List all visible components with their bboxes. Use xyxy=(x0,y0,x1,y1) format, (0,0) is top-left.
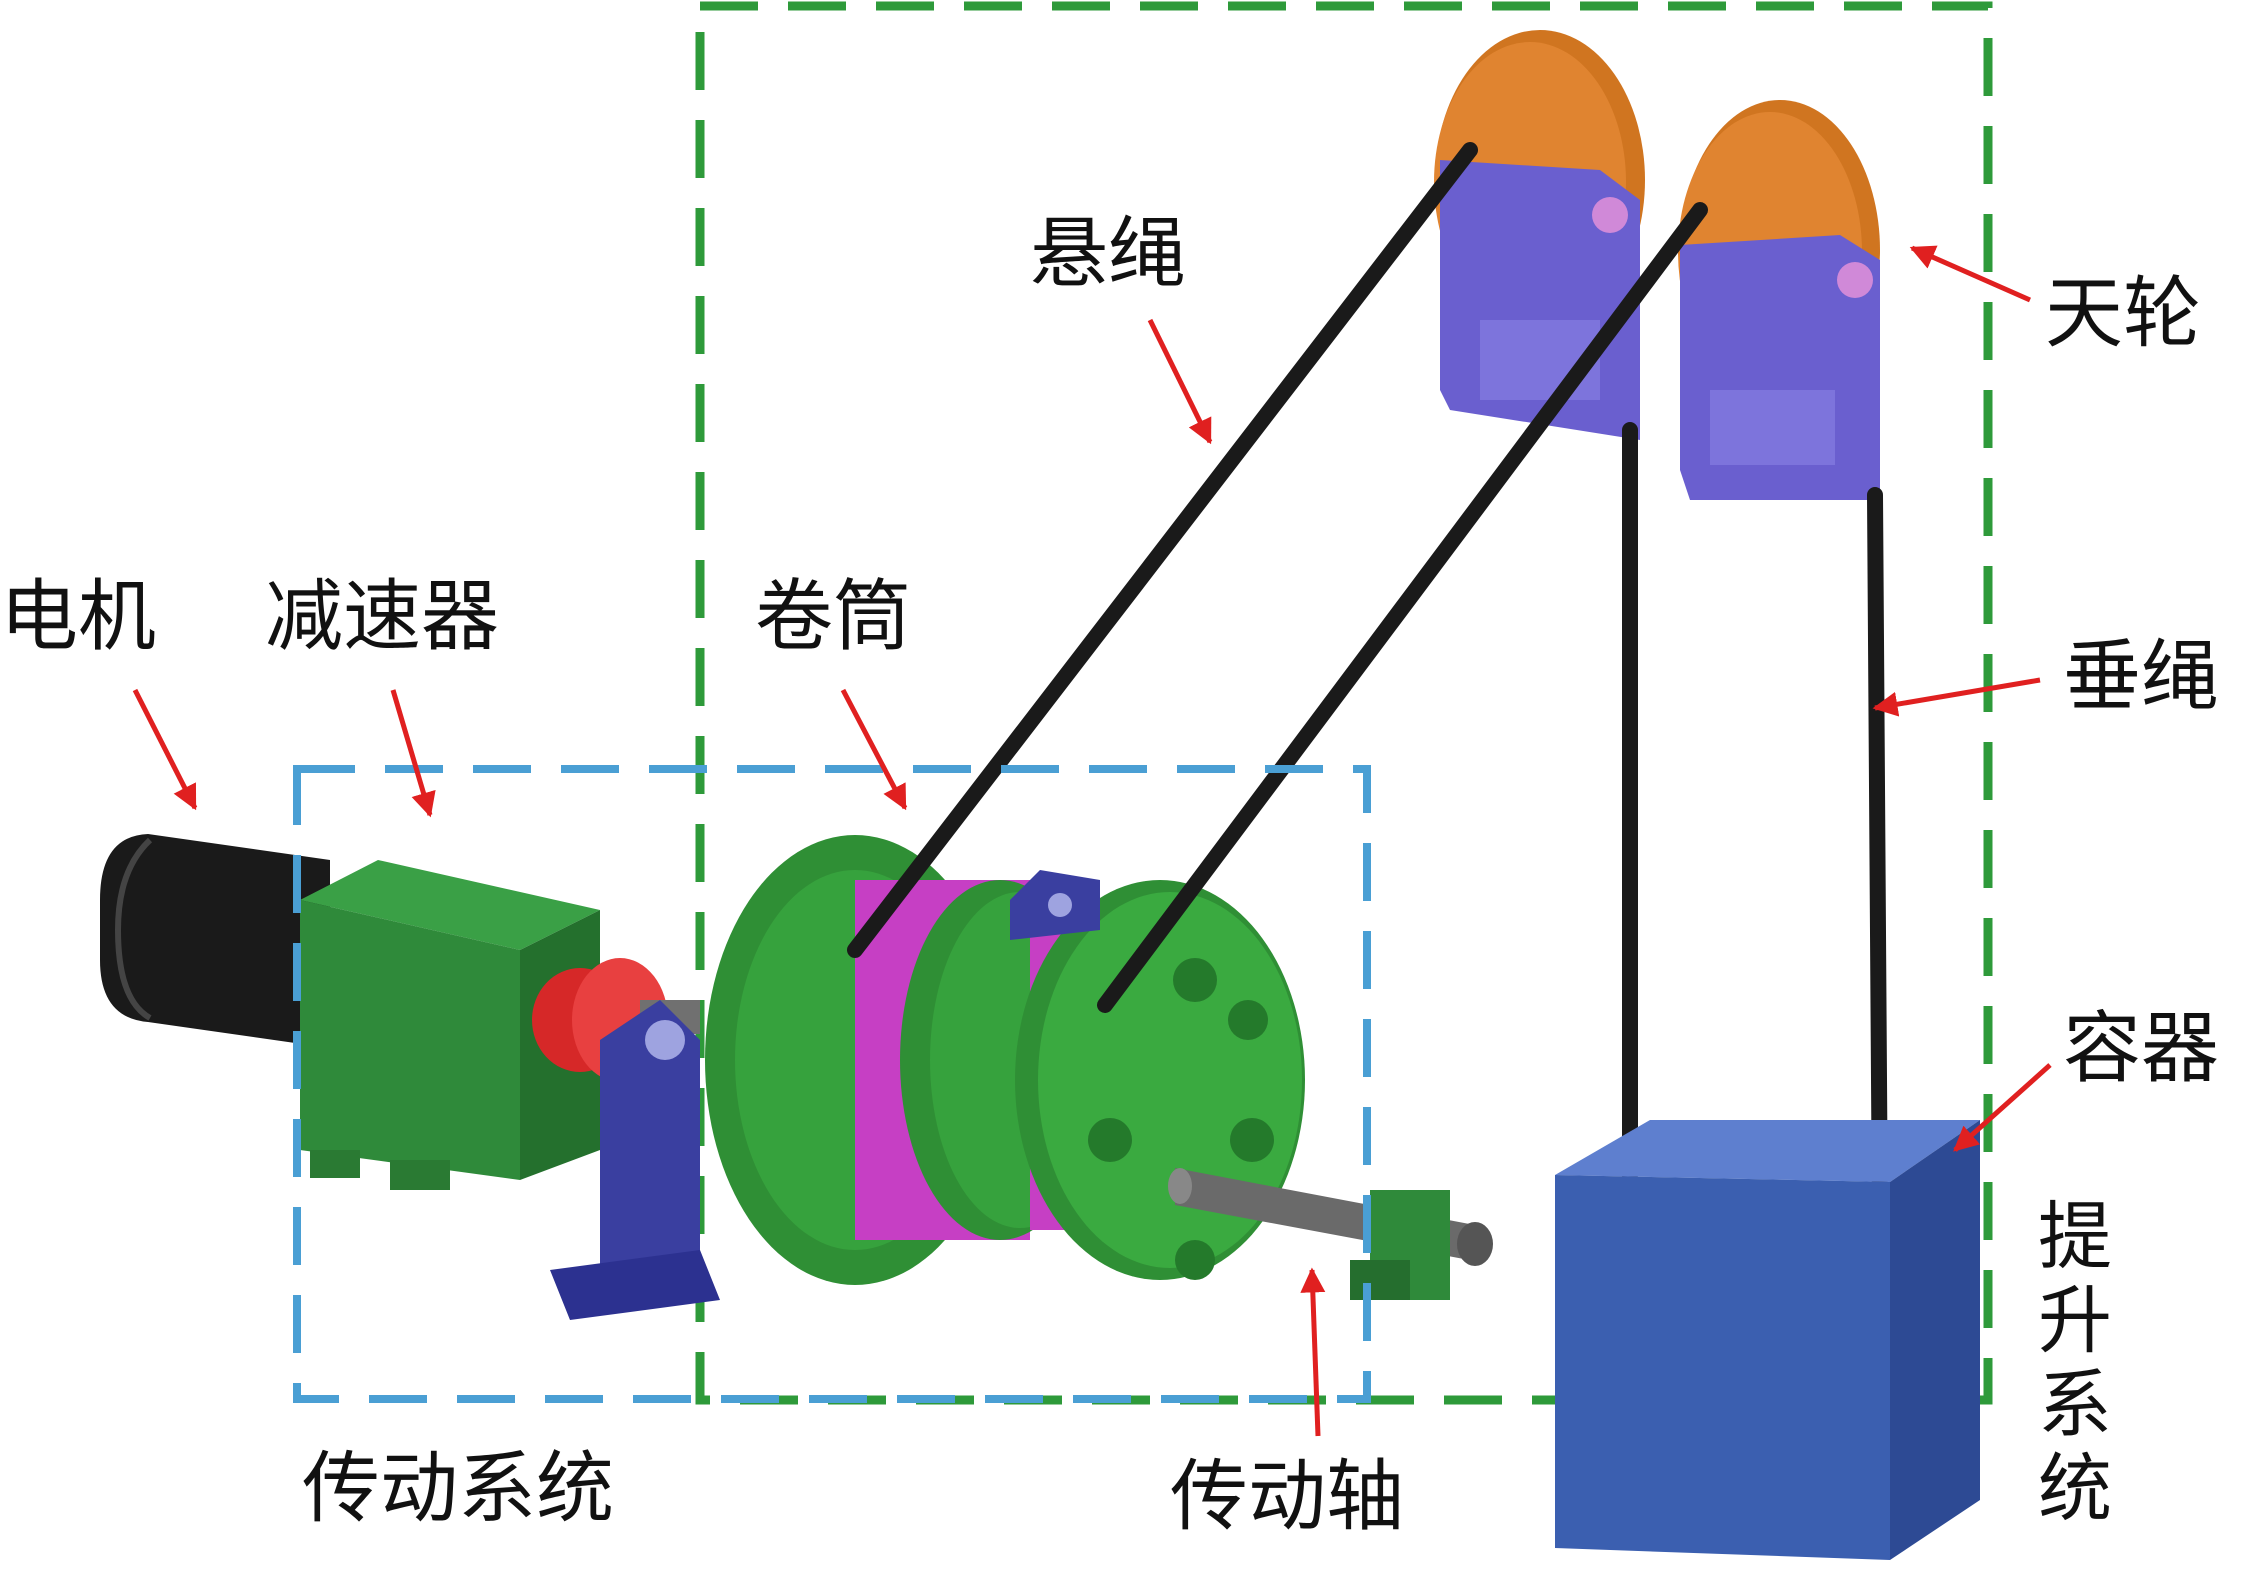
label-drive-system: 传动系统 xyxy=(302,1444,615,1534)
label-drive-shaft: 传动轴 xyxy=(1170,1452,1405,1542)
label-container: 容器 xyxy=(2063,1004,2220,1094)
drive-system-boundary xyxy=(293,765,1371,1403)
arrow-tail-rope xyxy=(1872,677,2041,717)
label-drum: 卷筒 xyxy=(755,572,912,662)
label-tail-rope: 垂绳 xyxy=(2063,632,2220,722)
container xyxy=(1555,1120,1980,1560)
arrow-container xyxy=(1953,1063,2052,1152)
head-sheave-left xyxy=(1434,30,1645,440)
label-hoist-system-char-1: 提 xyxy=(2038,1194,2112,1280)
label-head-sheave: 天轮 xyxy=(2045,269,2202,359)
arrow-head-rope xyxy=(1147,318,1213,445)
label-reducer: 减速器 xyxy=(265,572,500,662)
arrow-drum xyxy=(840,688,908,811)
label-hoist-system-char-2: 升 xyxy=(2038,1278,2112,1364)
label-hoist-system-char-4: 统 xyxy=(2038,1446,2112,1532)
label-hoist-system: 提 升 系 统 xyxy=(2035,1200,2115,1536)
drum xyxy=(705,835,1305,1285)
motor xyxy=(100,834,330,1048)
pointer-arrows xyxy=(132,245,2052,1437)
arrow-motor xyxy=(132,688,198,811)
label-motor: 电机 xyxy=(0,572,157,662)
hoist-system-boundary xyxy=(695,1,1993,1405)
head-sheave-right xyxy=(1678,100,1880,500)
right-bearing xyxy=(1350,1190,1493,1300)
rear-bearing xyxy=(1010,870,1100,940)
left-bearing xyxy=(550,1000,720,1320)
arrow-drive-shaft xyxy=(1300,1267,1326,1437)
label-hoist-system-char-3: 系 xyxy=(2038,1362,2112,1448)
ropes xyxy=(847,142,1888,1233)
arrow-head-sheave xyxy=(1909,245,2032,303)
arrow-reducer xyxy=(390,689,436,818)
label-head-rope: 悬绳 xyxy=(1030,209,1187,299)
